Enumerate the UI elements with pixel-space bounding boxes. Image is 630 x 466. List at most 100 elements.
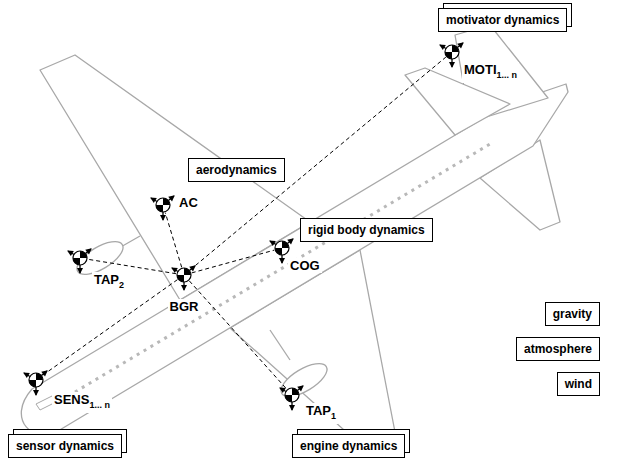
axis-arrow [168, 196, 174, 201]
reference-point-symbol [72, 250, 88, 266]
box-label: aerodynamics [196, 163, 277, 177]
axis-arrowhead [269, 240, 276, 246]
axis-arrowhead [457, 42, 464, 48]
axis-arrow [297, 386, 303, 391]
point-index: 1 [331, 411, 336, 421]
reference-point: TAP2 [72, 250, 88, 266]
box-label: rigid body dynamics [308, 223, 425, 237]
model-box: wind [557, 372, 600, 396]
reference-circle [156, 198, 170, 212]
reference-quadrant [282, 241, 289, 248]
reference-quadrant [184, 268, 191, 275]
reference-point: MOTI1... n [444, 44, 460, 60]
axis-arrow [457, 43, 463, 48]
reference-point: COG [274, 240, 290, 256]
box-label: sensor dynamics [16, 439, 114, 453]
axis-arrowhead [181, 285, 187, 291]
model-box-stacked: sensor dynamics [8, 434, 122, 458]
reference-point-symbol [274, 240, 290, 256]
reference-point-symbol [444, 44, 460, 60]
reference-link [165, 213, 181, 268]
axis-arrow [41, 371, 47, 376]
point-name: TAP [306, 403, 331, 418]
point-name: TAP [94, 272, 119, 287]
reference-quadrant [452, 45, 459, 52]
reference-quadrant [156, 205, 163, 212]
axis-arrowhead [67, 250, 74, 256]
reference-point-symbol [155, 197, 171, 213]
reference-quadrant [163, 198, 170, 205]
reference-point-symbol [284, 387, 300, 403]
reference-quadrant [445, 52, 452, 59]
model-box: gravity [545, 302, 600, 326]
point-name: MOTI [464, 62, 497, 77]
point-index: 2 [119, 280, 124, 290]
reference-quadrant [36, 373, 43, 380]
point-index: 1... n [497, 70, 518, 80]
axis-arrowhead [297, 385, 304, 391]
point-name: SENS [54, 392, 89, 407]
fuselage [21, 84, 568, 435]
point-index: 1... n [89, 400, 110, 410]
axis-arrow [287, 239, 293, 244]
reference-quadrant [285, 395, 292, 402]
reference-link [192, 250, 275, 273]
model-box-stacked: engine dynamics [292, 434, 405, 458]
reference-quadrant [73, 258, 80, 265]
point-label: MOTI1... n [462, 62, 519, 83]
reference-point: AC [155, 197, 171, 213]
point-name: BGR [170, 299, 199, 314]
box-label: engine dynamics [300, 439, 397, 453]
reference-quadrant [292, 388, 299, 395]
model-box: rigid body dynamics [300, 218, 433, 242]
point-label: TAP1 [304, 403, 338, 424]
box-label: wind [565, 377, 592, 391]
axis-arrowhead [279, 387, 286, 393]
reference-circle [445, 45, 459, 59]
reference-circle [73, 251, 87, 265]
reference-point: SENS1... n [28, 372, 44, 388]
reference-link [190, 57, 446, 270]
reference-circle [177, 268, 191, 282]
axis-arrowhead [171, 267, 178, 273]
axis-arrowhead [85, 248, 92, 254]
model-box: aerodynamics [188, 158, 285, 182]
point-name: AC [179, 195, 198, 210]
point-label: COG [288, 258, 322, 273]
model-box: atmosphere [516, 337, 600, 361]
reference-quadrant [29, 380, 36, 387]
axis-arrowhead [23, 372, 30, 378]
point-label: SENS1... n [52, 392, 112, 413]
reference-point-symbol [176, 267, 192, 283]
point-name: COG [290, 258, 320, 273]
axis-arrowhead [449, 62, 455, 68]
reference-circle [285, 388, 299, 402]
reference-circle [29, 373, 43, 387]
point-label: BGR [168, 299, 201, 314]
point-label: AC [177, 195, 200, 210]
axis-arrowhead [287, 238, 294, 244]
box-label: atmosphere [524, 342, 592, 356]
axis-arrowhead [150, 197, 157, 203]
axis-arrowhead [33, 390, 39, 396]
engine-pylon [270, 330, 290, 360]
cabin-windows [75, 144, 490, 392]
axis-arrowhead [77, 268, 83, 274]
reference-quadrant [80, 251, 87, 258]
axis-arrowhead [168, 195, 175, 201]
reference-point: BGR [176, 267, 192, 283]
axis-arrowhead [41, 370, 48, 376]
reference-point-symbol [28, 372, 44, 388]
axis-arrowhead [160, 215, 166, 221]
point-label: TAP2 [92, 272, 126, 293]
reference-circle [275, 241, 289, 255]
box-label: motivator dynamics [446, 13, 559, 27]
axis-arrowhead [289, 405, 295, 411]
reference-quadrant [177, 275, 184, 282]
reference-link [189, 281, 286, 389]
axis-arrowhead [279, 258, 285, 264]
reference-point: TAP1 [284, 387, 300, 403]
box-label: gravity [553, 307, 592, 321]
reference-link [43, 280, 178, 376]
reference-quadrant [275, 248, 282, 255]
